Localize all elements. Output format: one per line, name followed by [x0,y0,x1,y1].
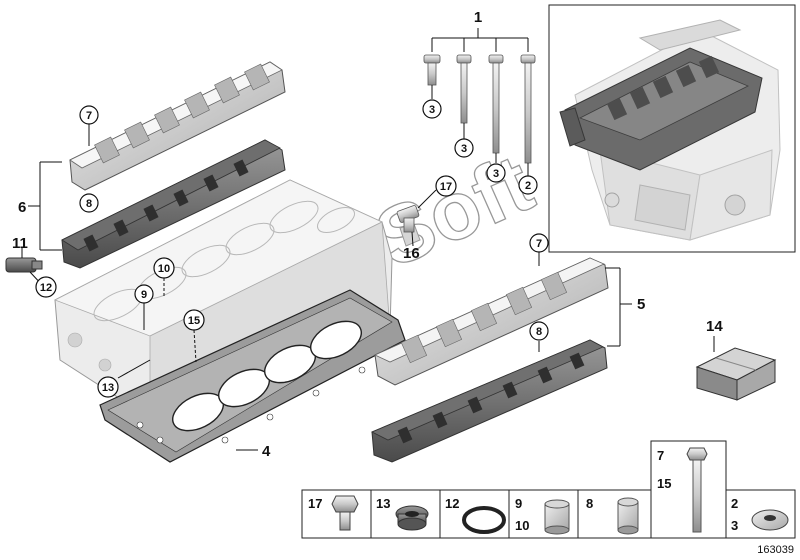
svg-text:8: 8 [86,198,92,210]
strip-cell-2-3: 2 3 [731,496,789,533]
repair-kit-box [695,347,777,401]
callout-3: 3 [454,138,474,158]
camshaft-bearing-rail-lower [374,257,609,386]
screw-icon [331,495,359,531]
washer-icon [751,509,789,531]
label-5: 5 [637,296,645,313]
callout-13: 13 [97,376,119,398]
callout-15: 15 [183,309,205,331]
plug-icon [395,505,429,531]
svg-text:12: 12 [445,496,459,511]
o-ring-icon [462,506,506,534]
leader-lines [21,85,715,451]
callout-3: 3 [422,99,442,119]
bolt-group [423,28,536,164]
strip-cell-12: 12 [445,496,506,534]
long-bolt [488,54,504,154]
svg-text:2: 2 [731,496,738,511]
camshaft-bearing-rail-upper [69,61,286,191]
svg-text:2: 2 [525,180,531,192]
svg-text:13: 13 [376,496,390,511]
callout-17: 17 [435,175,457,197]
short-bolt [423,54,441,86]
strip-cell-13: 13 [376,496,429,531]
svg-text:7: 7 [657,448,664,463]
strip-cell-7-15: 7 15 [657,447,708,533]
callout-8-lower: 8 [529,321,549,341]
svg-text:9: 9 [515,496,522,511]
callout-7-upper: 7 [79,105,99,125]
svg-text:3: 3 [461,143,467,155]
svg-text:3: 3 [429,104,435,116]
svg-text:12: 12 [40,282,52,294]
callout-8-upper: 8 [79,193,99,213]
svg-text:15: 15 [188,315,200,327]
engine-inset [548,4,796,253]
callout-12: 12 [35,276,57,298]
svg-text:17: 17 [308,496,322,511]
long-bolt [456,54,472,124]
label-4: 4 [262,443,271,460]
callout-10: 10 [153,257,175,279]
camshaft-bridge-lower [371,339,608,463]
callout-2: 2 [518,175,538,195]
callout-7-lower: 7 [529,233,549,253]
parts-strip: 17 13 12 9 10 [301,440,796,539]
svg-text:7: 7 [86,110,92,122]
cylinder-head-gasket [99,289,406,463]
svg-text:8: 8 [586,496,593,511]
strip-cell-8: 8 [586,496,639,535]
label-6: 6 [18,199,26,216]
callout-3: 3 [486,163,506,183]
svg-text:13: 13 [102,382,114,394]
camshaft-bridge-upper [61,139,286,269]
label-1: 1 [474,9,482,26]
engine-block-illustration [559,19,781,241]
oil-pressure-valve [5,257,43,273]
svg-text:10: 10 [515,518,529,533]
svg-text:15: 15 [657,476,671,491]
svg-text:3: 3 [731,518,738,533]
sleeve-icon [544,499,570,535]
label-14: 14 [706,318,723,335]
svg-text:3: 3 [493,168,499,180]
label-16: 16 [403,245,420,262]
strip-cell-9-10: 9 10 [515,496,570,535]
long-bolt-icon [686,447,708,533]
svg-text:7: 7 [536,238,542,250]
svg-text:17: 17 [440,181,452,193]
svg-text:9: 9 [141,289,147,301]
svg-text:8: 8 [536,326,542,338]
reference-number: 163039 [757,544,794,556]
label-11: 11 [12,235,28,252]
long-bolt [520,54,536,164]
dowel-sleeve-icon [617,497,639,535]
callout-9: 9 [134,284,154,304]
strip-cell-17: 17 [308,495,359,531]
camshaft-sensor [396,205,420,233]
svg-text:10: 10 [158,263,170,275]
